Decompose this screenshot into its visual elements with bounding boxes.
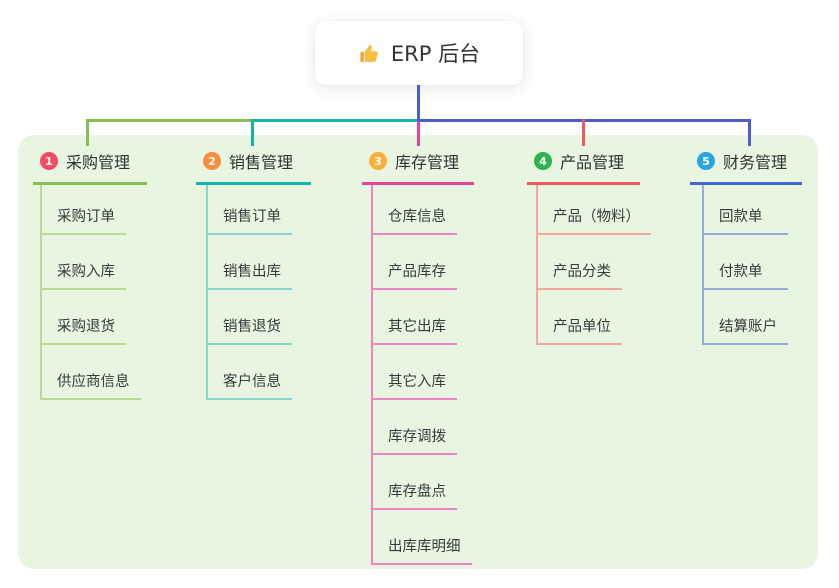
node-product-stock[interactable]: 产品库存 (373, 235, 474, 290)
badge-3-icon: 3 (369, 152, 387, 170)
badge-2-icon: 2 (203, 152, 221, 170)
branch-label: 销售管理 (229, 153, 294, 172)
node-stock-transfer[interactable]: 库存调拨 (373, 400, 474, 455)
node-customer-info[interactable]: 客户信息 (208, 345, 311, 400)
connector-hbar-teal (251, 119, 419, 122)
root-node-label: ERP 后台 (390, 42, 481, 66)
node-stock-count[interactable]: 库存盘点 (373, 455, 474, 510)
badge-4-icon: 4 (534, 152, 552, 170)
node-purchase-inbound[interactable]: 采购入库 (42, 235, 147, 290)
branch-product: 4 产品管理 产品（物料） 产品分类 产品单位 (527, 149, 651, 345)
node-payment-order[interactable]: 付款单 (704, 235, 802, 290)
branch-title-purchase[interactable]: 1 采购管理 (33, 149, 147, 185)
node-warehouse-info[interactable]: 仓库信息 (373, 185, 474, 235)
branch-children: 销售订单 销售出库 销售退货 客户信息 (206, 185, 311, 400)
branch-title-product[interactable]: 4 产品管理 (527, 149, 640, 185)
node-product-unit[interactable]: 产品单位 (538, 290, 651, 345)
branch-finance: 5 财务管理 回款单 付款单 结算账户 (690, 149, 802, 345)
branch-sales: 2 销售管理 销售订单 销售出库 销售退货 客户信息 (196, 149, 311, 400)
branch-purchase: 1 采购管理 采购订单 采购入库 采购退货 供应商信息 (33, 149, 147, 400)
connector-leg-blue (748, 119, 751, 146)
branch-children: 回款单 付款单 结算账户 (702, 185, 802, 345)
connector-hbar-green (86, 119, 253, 122)
connector-leg-green (86, 119, 89, 146)
node-other-inbound[interactable]: 其它入库 (373, 345, 474, 400)
branch-title-finance[interactable]: 5 财务管理 (690, 149, 802, 185)
branch-inventory: 3 库存管理 仓库信息 产品库存 其它出库 其它入库 库存调拨 库存盘点 出库库… (362, 149, 474, 565)
branch-title-sales[interactable]: 2 销售管理 (196, 149, 311, 185)
root-node-erp[interactable]: ERP 后台 (315, 21, 523, 85)
branch-children: 产品（物料） 产品分类 产品单位 (536, 185, 651, 345)
node-supplier-info[interactable]: 供应商信息 (42, 345, 147, 400)
node-product-category[interactable]: 产品分类 (538, 235, 651, 290)
badge-1-icon: 1 (40, 152, 58, 170)
node-outbound-detail[interactable]: 出库库明细 (373, 510, 474, 565)
branch-label: 库存管理 (395, 153, 460, 172)
node-sales-order[interactable]: 销售订单 (208, 185, 311, 235)
branch-label: 采购管理 (66, 153, 131, 172)
node-collection-order[interactable]: 回款单 (704, 185, 802, 235)
connector-leg-teal (251, 119, 254, 146)
connector-stem (417, 85, 420, 121)
node-other-outbound[interactable]: 其它出库 (373, 290, 474, 345)
branch-children: 采购订单 采购入库 采购退货 供应商信息 (40, 185, 147, 400)
badge-5-icon: 5 (697, 152, 715, 170)
branch-label: 财务管理 (723, 153, 788, 172)
node-sales-return[interactable]: 销售退货 (208, 290, 311, 345)
branches-panel (18, 135, 818, 569)
branch-children: 仓库信息 产品库存 其它出库 其它入库 库存调拨 库存盘点 出库库明细 (371, 185, 474, 565)
branch-title-inventory[interactable]: 3 库存管理 (362, 149, 474, 185)
node-product-material[interactable]: 产品（物料） (538, 185, 651, 235)
node-sales-outbound[interactable]: 销售出库 (208, 235, 311, 290)
node-settlement-account[interactable]: 结算账户 (704, 290, 802, 345)
node-purchase-return[interactable]: 采购退货 (42, 290, 147, 345)
node-purchase-order[interactable]: 采购订单 (42, 185, 147, 235)
connector-leg-red (582, 119, 585, 146)
connector-leg-magenta (417, 121, 420, 146)
branch-label: 产品管理 (560, 153, 625, 172)
thumbs-up-icon (358, 42, 381, 65)
